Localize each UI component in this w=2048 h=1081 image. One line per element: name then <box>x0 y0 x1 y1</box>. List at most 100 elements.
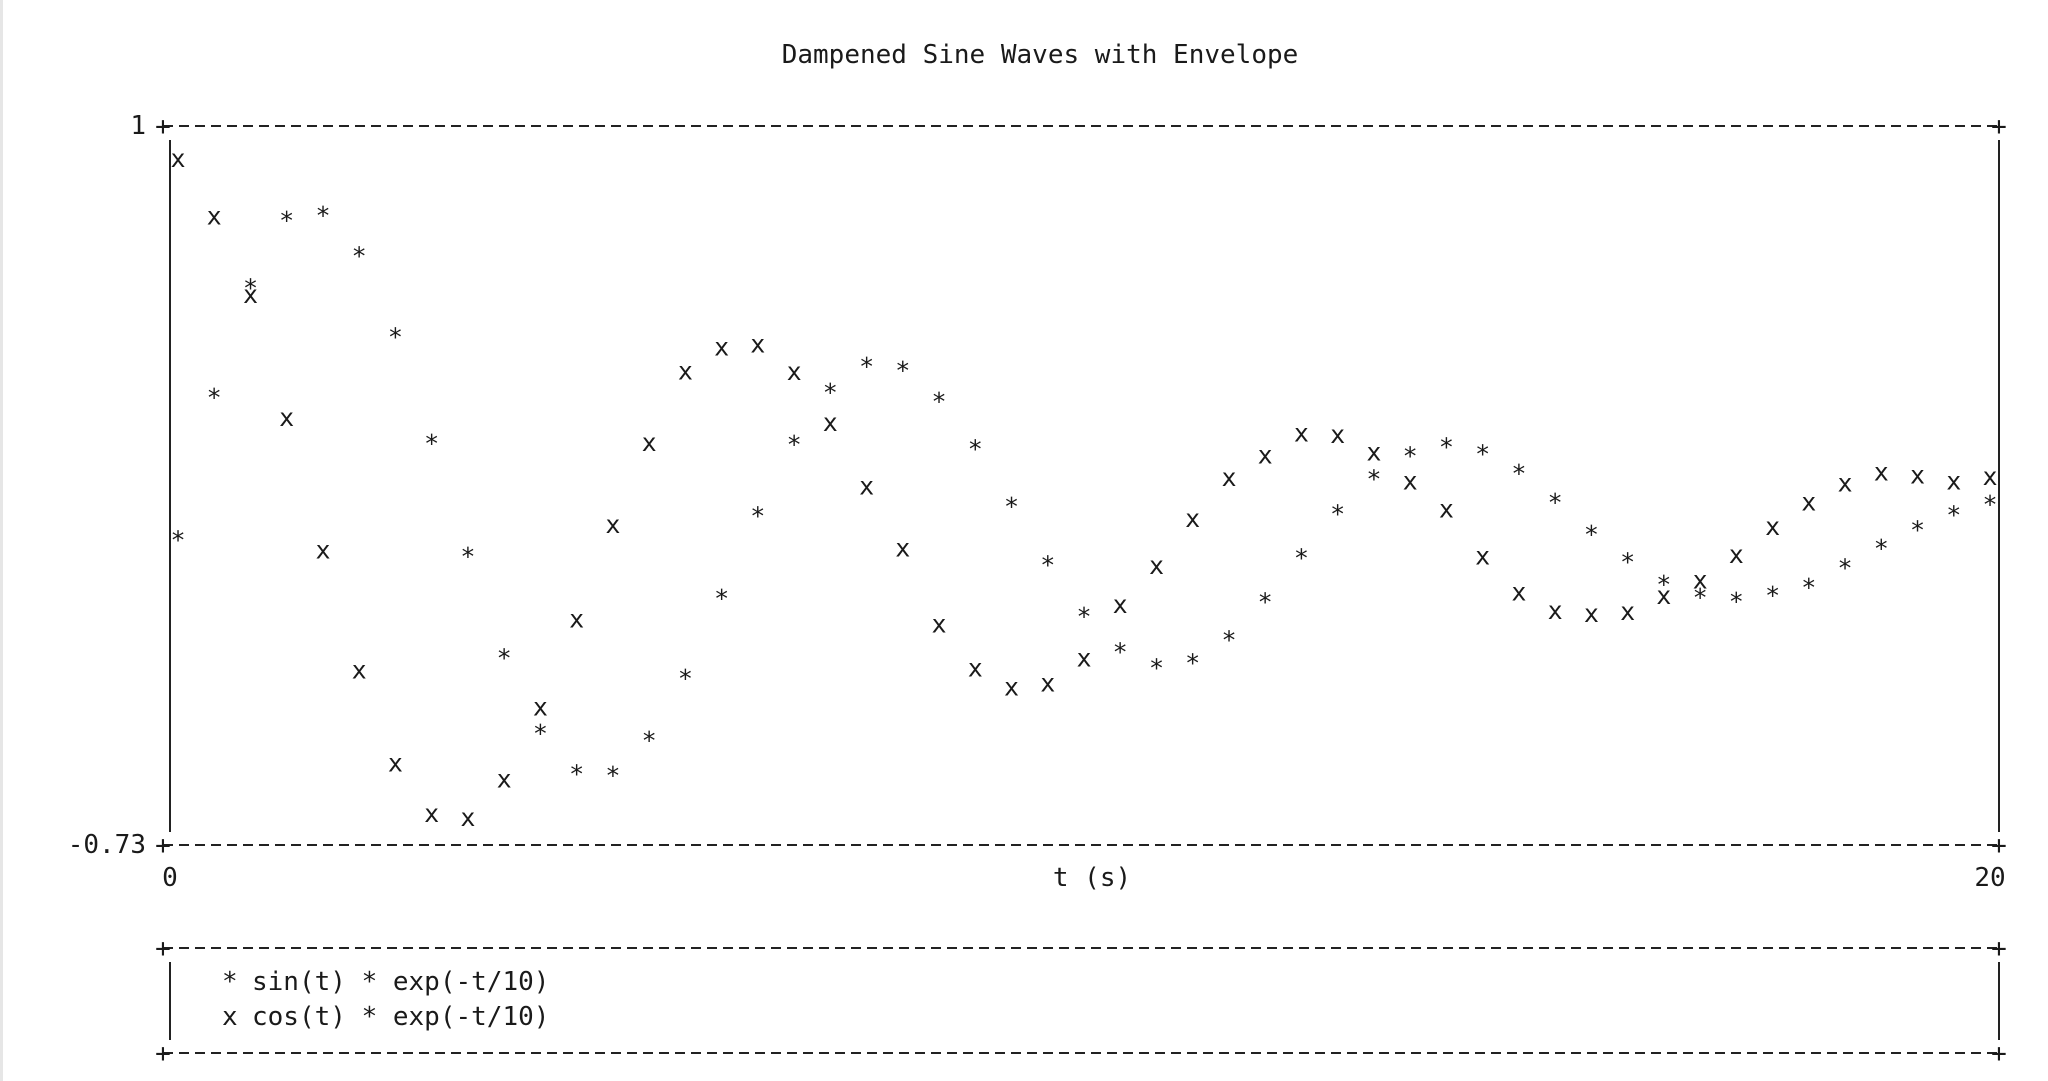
cos-data-point: x <box>1548 596 1563 625</box>
sin-data-point: * <box>1801 573 1816 602</box>
y-tick-label-top: 1 <box>130 111 146 141</box>
x-tick-label-right: 20 <box>1974 863 2005 893</box>
sin-data-point: * <box>1439 432 1454 461</box>
svg-text:+: + <box>1991 112 2007 142</box>
sin-data-point: * <box>895 356 910 385</box>
svg-text:+: + <box>155 112 171 142</box>
legend-marker-sin: * <box>222 967 238 997</box>
cos-data-point: x <box>1837 468 1852 497</box>
cos-data-point: x <box>1584 599 1599 628</box>
cos-data-point: x <box>1040 669 1055 698</box>
cos-data-point: x <box>1765 512 1780 541</box>
cos-data-point: x <box>388 748 403 777</box>
sin-data-point: * <box>1511 459 1526 488</box>
cos-data-point: x <box>1946 466 1961 495</box>
cos-data-point: x <box>1693 566 1708 595</box>
cos-data-point: x <box>1113 590 1128 619</box>
svg-text:+: + <box>1991 1039 2007 1069</box>
sin-data-point: * <box>1765 581 1780 610</box>
sin-data-point: * <box>1258 587 1273 616</box>
sin-data-point: * <box>497 643 512 672</box>
cos-data-point: x <box>1221 463 1236 492</box>
cos-data-point: x <box>1439 495 1454 524</box>
sin-data-point: * <box>1584 520 1599 549</box>
cos-data-point: x <box>1330 420 1345 449</box>
sin-data-point: * <box>787 430 802 459</box>
legend: + + + + * sin(t) * exp(-t/10) x cos(t) *… <box>155 934 2007 1069</box>
sin-data-point: * <box>388 323 403 352</box>
cos-data-point: x <box>1874 458 1889 487</box>
cos-data-point: x <box>895 534 910 563</box>
svg-text:+: + <box>1991 831 2007 861</box>
svg-text:+: + <box>155 1039 171 1069</box>
cos-data-point: x <box>859 471 874 500</box>
sin-data-point: * <box>315 201 330 230</box>
sin-data-point: * <box>1620 548 1635 577</box>
cos-data-point: x <box>1475 542 1490 571</box>
sin-data-point: * <box>1185 648 1200 677</box>
cos-data-point: x <box>460 803 475 832</box>
sin-data-point: * <box>243 273 258 302</box>
sin-data-point: * <box>750 502 765 531</box>
sin-data-point: * <box>642 726 657 755</box>
y-tick-label-bottom: -0.73 <box>68 830 146 860</box>
sin-data-point: * <box>1656 570 1671 599</box>
sin-data-point: * <box>1366 465 1381 494</box>
svg-text:+: + <box>1991 934 2007 964</box>
cos-data-point: x <box>569 605 584 634</box>
sin-data-point: * <box>460 542 475 571</box>
sin-data-point: * <box>678 664 693 693</box>
cos-data-point: x <box>1982 462 1997 491</box>
sin-data-point: * <box>424 429 439 458</box>
sin-data-point: * <box>1874 534 1889 563</box>
sin-data-point: * <box>207 383 222 412</box>
sin-data-point: * <box>1475 439 1490 468</box>
x-tick-label-left: 0 <box>162 863 178 893</box>
cos-data-point: x <box>170 144 185 173</box>
cos-data-point: x <box>243 280 258 309</box>
sin-data-point: * <box>352 242 367 271</box>
sin-data-point: * <box>931 387 946 416</box>
cos-data-point: x <box>1294 418 1309 447</box>
sin-data-point: * <box>1982 490 1997 519</box>
cos-data-point: x <box>823 408 838 437</box>
cos-data-point: x <box>1258 440 1273 469</box>
legend-label-cos: cos(t) * exp(-t/10) <box>252 1002 549 1032</box>
sin-data-point: * <box>1076 602 1091 631</box>
sin-data-point: * <box>1837 554 1852 583</box>
cos-data-point: x <box>678 357 693 386</box>
cos-data-point: x <box>787 357 802 386</box>
sin-data-point: * <box>279 206 294 235</box>
cos-data-point: x <box>424 799 439 828</box>
cos-data-point: x <box>1656 581 1671 610</box>
sin-data-point: * <box>1113 637 1128 666</box>
cos-data-point: x <box>605 510 620 539</box>
cos-data-point: x <box>352 656 367 685</box>
sin-data-point: * <box>1221 626 1236 655</box>
sin-data-point: * <box>1693 583 1708 612</box>
legend-label-sin: sin(t) * exp(-t/10) <box>252 967 549 997</box>
data-markers: * * * * * * * * * * * * * * * * * * * * * * * * * * * * * * * * * * * * * * * *… <box>170 144 1997 832</box>
x-axis-label: t (s) <box>1053 863 1131 893</box>
sin-data-point: * <box>569 759 584 788</box>
sin-data-point: * <box>823 378 838 407</box>
legend-marker-cos: x <box>222 1002 238 1032</box>
cos-data-point: x <box>714 333 729 362</box>
cos-data-point: x <box>497 764 512 793</box>
cos-data-point: x <box>1076 643 1091 672</box>
sin-data-point: * <box>1330 500 1345 529</box>
cos-data-point: x <box>1185 504 1200 533</box>
sin-data-point: * <box>859 352 874 381</box>
sin-data-point: * <box>1149 654 1164 683</box>
cos-data-point: x <box>1366 437 1381 466</box>
sin-data-point: * <box>1403 442 1418 471</box>
sin-data-point: * <box>170 526 185 555</box>
cos-data-point: x <box>1729 540 1744 569</box>
sin-data-point: * <box>533 719 548 748</box>
cos-data-point: x <box>1511 577 1526 606</box>
sin-data-point: * <box>1910 516 1925 545</box>
sin-data-point: * <box>1548 488 1563 517</box>
plot-frame: + + + + <box>155 112 2007 861</box>
cos-data-point: x <box>1910 461 1925 490</box>
